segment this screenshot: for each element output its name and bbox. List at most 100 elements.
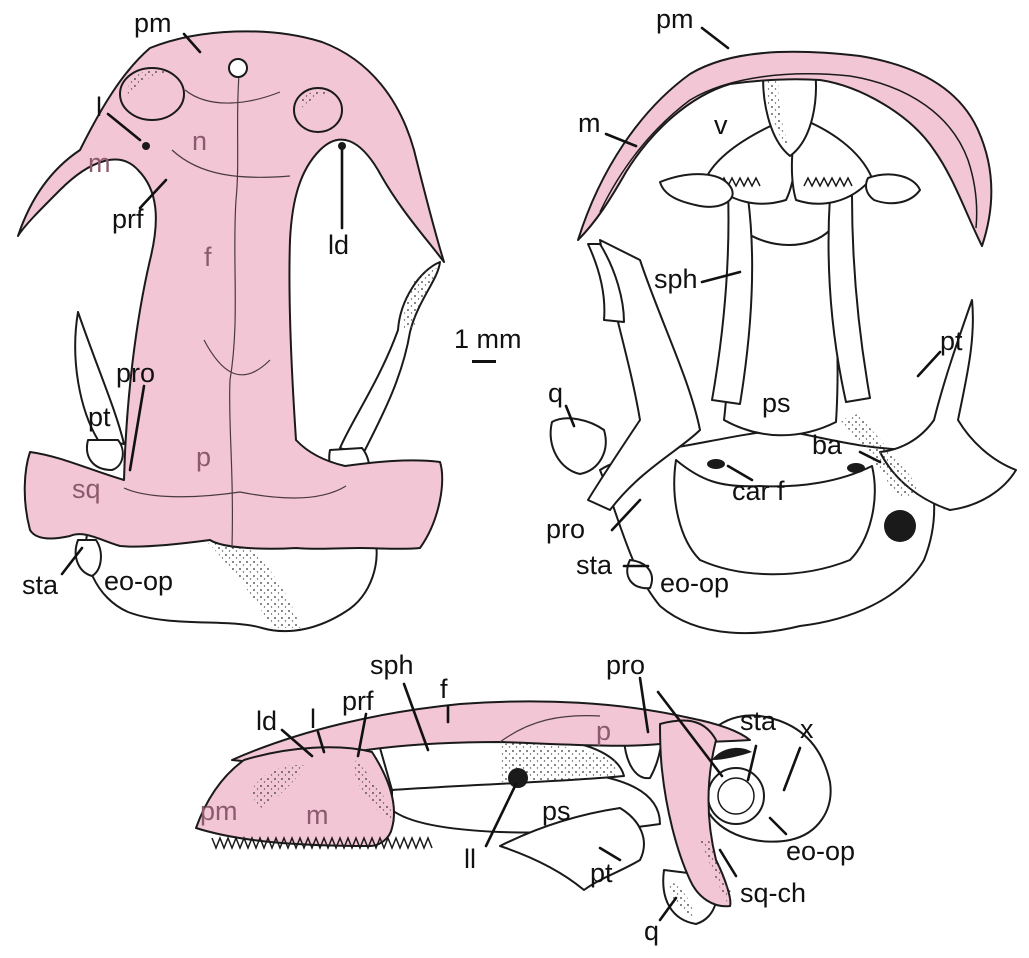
lateral-snout	[195, 746, 395, 847]
ventral-label-v: v	[714, 110, 728, 140]
lateral-pro-long-leader	[656, 690, 724, 778]
lateral-sta-leader	[746, 744, 758, 782]
lateral-ld-leader	[280, 728, 314, 758]
dorsal-sta-leader	[60, 546, 84, 576]
dorsal-stapes	[74, 539, 102, 577]
ventral-ba-foramen	[847, 463, 865, 473]
ventral-label-car-f: car f	[732, 476, 785, 506]
dorsal-nasal-suture	[171, 149, 291, 178]
lateral-view	[195, 676, 832, 925]
lateral-label-pro: pro	[606, 650, 646, 680]
dorsal-pineal	[228, 58, 248, 78]
lateral-prf-leader	[356, 712, 368, 758]
dorsal-label-p: p	[196, 442, 212, 472]
lateral-label-sq-ch: sq-ch	[740, 878, 807, 908]
ventral-label-ba: ba	[812, 430, 843, 460]
lateral-label-sta: sta	[740, 706, 777, 736]
ventral-right-vomer	[790, 117, 873, 205]
lateral-label-l: l	[310, 704, 316, 734]
lateral-ll-leader	[484, 782, 518, 848]
ventral-sph-leader	[700, 270, 742, 284]
lateral-q-leader	[658, 896, 678, 922]
dorsal-occipital	[84, 529, 378, 633]
lateral-sqch-leader	[718, 848, 738, 878]
ventral-view	[549, 26, 1017, 635]
ventral-pt-leader	[916, 350, 942, 378]
lateral-frontal-parietal-suture	[499, 715, 601, 743]
lateral-label-pt: pt	[590, 858, 613, 888]
ventral-label-sph: sph	[654, 264, 698, 294]
ventral-label-pro: pro	[546, 514, 586, 544]
lateral-label-eo-op: eo-op	[786, 836, 856, 866]
lateral-foramen-ll	[508, 768, 528, 788]
dorsal-left-lacrimal-duct	[142, 142, 150, 150]
ventral-label-eo-op: eo-op	[660, 568, 730, 598]
lateral-pterygoid	[499, 807, 645, 891]
dorsal-prf-leader	[138, 178, 168, 210]
dorsal-label-pro: pro	[116, 358, 156, 388]
dorsal-right-orbit-shade	[299, 90, 330, 110]
lateral-stapes-footplate	[707, 767, 765, 825]
ventral-label-pm: pm	[656, 4, 694, 34]
ventral-right-sphenethmoid	[827, 195, 871, 403]
lateral-squamosal-shade	[700, 838, 734, 904]
lateral-label-x: x	[800, 714, 814, 744]
dorsal-label-m: m	[88, 148, 111, 178]
lateral-sph-leader	[402, 682, 430, 752]
ventral-right-pterygoid	[879, 299, 1017, 511]
dorsal-label-l: l	[96, 92, 102, 122]
lateral-sph-stipple	[500, 743, 616, 782]
dorsal-label-sq: sq	[72, 474, 101, 504]
lateral-nostril-shade	[252, 765, 306, 808]
dorsal-parietal-suture	[203, 339, 271, 376]
ventral-left-maxilla-process	[659, 173, 734, 208]
ventral-median-shade	[765, 64, 790, 150]
dorsal-label-ld: ld	[328, 230, 350, 260]
lateral-pro-leader	[638, 676, 650, 734]
lateral-label-pm: pm	[200, 796, 238, 826]
dorsal-label-pt: pt	[88, 402, 111, 432]
dorsal-label-prf: prf	[112, 204, 144, 234]
ventral-ba-leader	[858, 450, 882, 464]
lateral-label-prf: prf	[342, 686, 374, 716]
dorsal-occipital-shade	[205, 540, 300, 628]
ventral-right-maxilla-process	[865, 173, 921, 205]
ventral-label-ps: ps	[762, 388, 791, 418]
ventral-carotid-foramen	[707, 459, 725, 469]
lateral-label-ps: ps	[542, 796, 571, 826]
lateral-quadrate-shade	[668, 880, 696, 918]
dorsal-view	[17, 30, 445, 633]
lateral-upper-tooth-row	[211, 835, 433, 851]
lateral-prefrontal-shade	[354, 760, 396, 822]
lateral-x-leader	[782, 746, 802, 792]
dorsal-label-sta: sta	[22, 570, 59, 600]
dorsal-midline-suture	[228, 59, 241, 549]
ventral-left-sphenethmoid	[711, 189, 754, 405]
dorsal-pro-leader	[128, 384, 146, 472]
lateral-label-p: p	[596, 716, 612, 746]
dorsal-premax-suture	[184, 89, 281, 104]
lateral-label-sph: sph	[370, 650, 414, 680]
ventral-right-fenestra	[884, 510, 916, 542]
lateral-roof-strip	[231, 700, 751, 764]
lateral-pt-leader	[598, 846, 622, 862]
ventral-q-leader	[564, 404, 576, 428]
dorsal-left-pterygoid-base	[86, 439, 124, 471]
lateral-label-ll: ll	[464, 844, 476, 874]
ventral-right-vomer-teeth	[803, 176, 853, 188]
dorsal-squamosal-suture	[123, 485, 347, 499]
dorsal-l-leader	[106, 112, 142, 142]
ventral-m-leader	[604, 132, 638, 148]
lateral-eoop-leader	[768, 816, 788, 836]
dorsal-right-lacrimal-duct	[338, 142, 346, 150]
ventral-pro-leader	[610, 498, 642, 532]
lateral-label-ld: ld	[256, 706, 278, 736]
lateral-stapes-shade	[712, 747, 752, 760]
ventral-upper-jaw-arc	[577, 50, 993, 247]
ventral-left-maxilla-strut	[587, 243, 625, 323]
dorsal-label-n: n	[192, 126, 208, 156]
ventral-upper-teeth-row	[599, 73, 978, 229]
ventral-label-pt: pt	[940, 326, 963, 356]
scale-label: 1 mm	[454, 324, 522, 354]
